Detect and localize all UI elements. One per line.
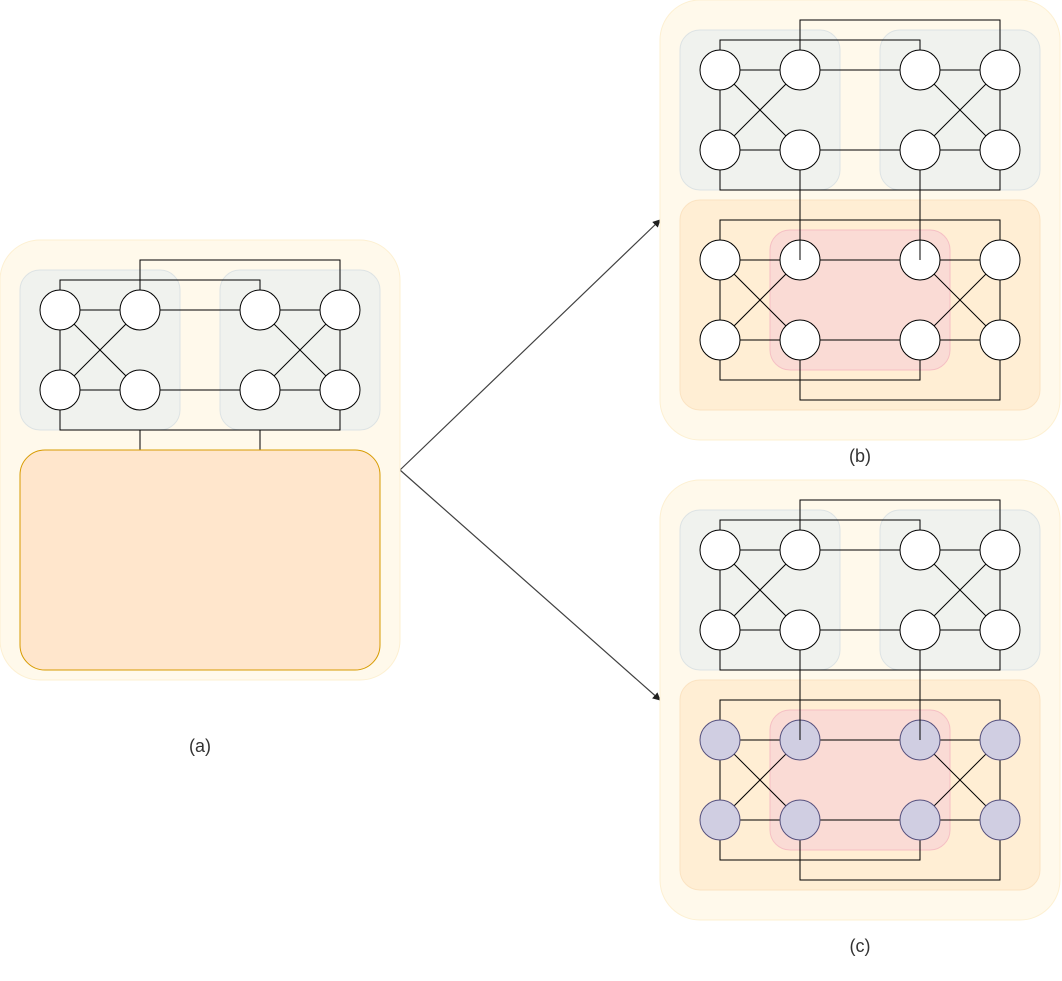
node-c: [699, 799, 741, 841]
node-c: [979, 529, 1021, 571]
panel-b: [659, 0, 1061, 441]
node-b: [979, 239, 1021, 281]
node-c: [979, 609, 1021, 651]
node-c: [779, 799, 821, 841]
panel-c: [659, 479, 1061, 921]
node-b: [979, 129, 1021, 171]
arrow-a-to-b: [399, 219, 661, 471]
node-a: [39, 369, 81, 411]
node-c: [899, 609, 941, 651]
link-top-outer-a: [139, 259, 341, 310]
node-b: [979, 319, 1021, 361]
node-a: [319, 369, 361, 411]
node-c: [979, 719, 1021, 761]
link-top-outer-b: [799, 19, 1001, 70]
node-a: [119, 369, 161, 411]
panels-layer: [0, 0, 1061, 921]
caption-a: (a): [189, 736, 211, 756]
node-b: [779, 129, 821, 171]
node-b: [979, 49, 1021, 91]
node-b: [779, 319, 821, 361]
node-b: [899, 129, 941, 171]
link-top-outer-c: [799, 499, 1001, 550]
node-b: [699, 319, 741, 361]
node-a: [39, 289, 81, 331]
node-c: [899, 799, 941, 841]
node-c: [899, 529, 941, 571]
node-b: [699, 129, 741, 171]
node-a: [239, 369, 281, 411]
node-c: [699, 609, 741, 651]
arrow-a-to-c: [399, 469, 661, 701]
node-b: [779, 49, 821, 91]
node-b: [899, 319, 941, 361]
node-b: [699, 239, 741, 281]
arrows-layer: [399, 219, 661, 701]
link-bottom-outer-c: [799, 820, 1001, 881]
caption-b: (b): [849, 446, 871, 466]
node-c: [779, 609, 821, 651]
node-c: [699, 719, 741, 761]
node-c: [979, 799, 1021, 841]
caption-c: (c): [850, 936, 871, 956]
node-c: [779, 529, 821, 571]
panel-a: [0, 239, 401, 681]
node-a: [119, 289, 161, 331]
node-a: [239, 289, 281, 331]
node-b: [699, 49, 741, 91]
module-block-a: [19, 449, 381, 671]
link-bottom-outer-b: [799, 340, 1001, 401]
node-c: [699, 529, 741, 571]
node-a: [319, 289, 361, 331]
node-b: [899, 49, 941, 91]
